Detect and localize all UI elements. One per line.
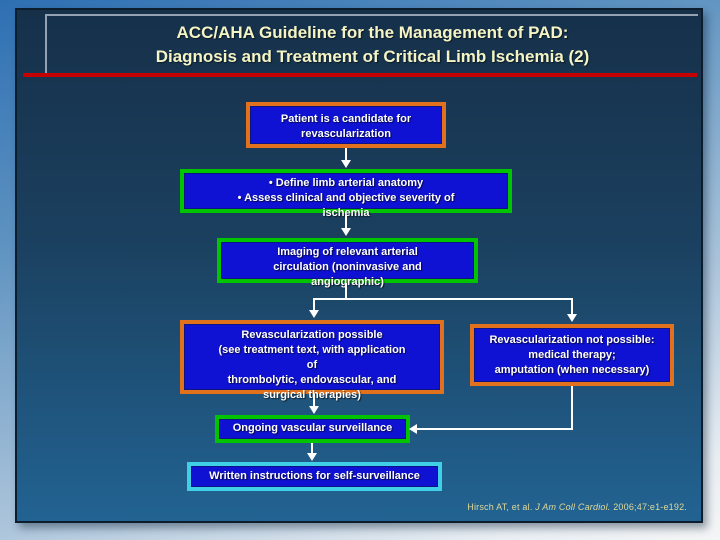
arrowhead-left-icon [409, 424, 417, 434]
arrowhead-down-icon [309, 310, 319, 318]
slide-title-box: ACC/AHA Guideline for the Management of … [45, 14, 698, 73]
slide-panel: ACC/AHA Guideline for the Management of … [15, 8, 703, 523]
connector-branch-horizontal [313, 298, 573, 300]
slide-title: ACC/AHA Guideline for the Management of … [155, 23, 590, 66]
connector-notpossible-down [571, 386, 573, 429]
flow-node-written-instructions: Written instructions for self-surveillan… [187, 462, 442, 491]
connector-notpossible-to-surveillance [416, 428, 573, 430]
flow-node-imaging: Imaging of relevant arterial circulation… [217, 238, 478, 288]
flow-node-assessment: • Define limb arterial anatomy • Assess … [180, 169, 512, 219]
citation: Hirsch AT, et al. J Am Coll Cardiol. 200… [467, 502, 687, 512]
connector-candidate-to-assessment [345, 148, 347, 162]
connector-imaging-stem [345, 283, 347, 299]
flow-node-surveillance-text: Ongoing vascular surveillance [232, 422, 393, 434]
citation-issue: 2006;47:e1-e192. [610, 502, 687, 512]
connector-possible-to-surveillance [313, 394, 315, 409]
flow-node-revascularization-possible-text: Revascularization possible (see treatmen… [218, 329, 406, 401]
arrowhead-down-icon [567, 314, 577, 322]
flow-node-imaging-text: Imaging of relevant arterial circulation… [273, 246, 422, 288]
flow-node-revascularization-possible: Revascularization possible (see treatmen… [180, 320, 444, 401]
arrowhead-down-icon [307, 453, 317, 461]
arrowhead-down-icon [341, 228, 351, 236]
flow-node-assessment-text: • Define limb arterial anatomy • Assess … [237, 177, 455, 219]
connector-branch-right [571, 298, 573, 316]
flow-node-revascularization-not-possible: Revascularization not possible: medical … [470, 324, 674, 386]
title-divider-line [23, 73, 697, 77]
flow-node-surveillance: Ongoing vascular surveillance [215, 415, 410, 443]
flow-node-revascularization-not-possible-text: Revascularization not possible: medical … [489, 334, 655, 376]
arrowhead-down-icon [309, 406, 319, 414]
connector-surveillance-to-written [311, 443, 313, 455]
arrowhead-down-icon [341, 160, 351, 168]
flow-node-written-instructions-text: Written instructions for self-surveillan… [209, 470, 420, 482]
connector-assessment-to-imaging [345, 215, 347, 230]
citation-journal: J Am Coll Cardiol. [535, 502, 611, 512]
connector-branch-left [313, 298, 315, 312]
flow-node-candidate-text: Patient is a candidate for revasculariza… [280, 113, 412, 140]
citation-authors: Hirsch AT, et al. [467, 502, 536, 512]
flow-node-candidate: Patient is a candidate for revasculariza… [246, 102, 446, 148]
